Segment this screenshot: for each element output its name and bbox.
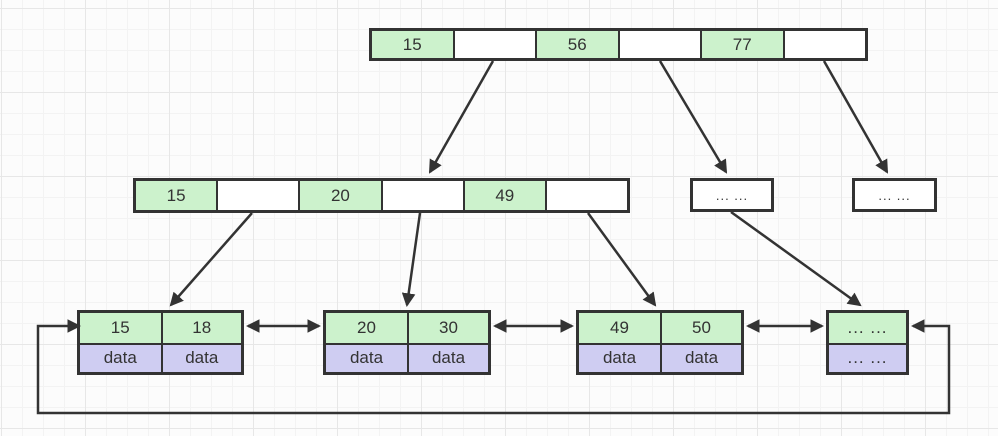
key-cell: 49 — [462, 181, 545, 210]
leaf-data-cell: data — [326, 342, 407, 372]
edge-root-to-ellipsis-2 — [822, 60, 889, 174]
edge-ellipsis1-to-leaf-4 — [730, 210, 862, 307]
internal-ellipsis-node-1: ... ... — [690, 178, 774, 212]
pointer-cell — [782, 31, 865, 58]
leaf-data-cell: ... ... — [829, 342, 906, 372]
pointer-cell — [452, 31, 535, 58]
leaf-node-2: 20 30 data data — [323, 310, 491, 375]
ellipsis-cell: ... ... — [693, 181, 771, 209]
leaf-key-cell: 30 — [407, 313, 488, 343]
root-node: 15 56 77 — [369, 28, 868, 61]
key-cell: 15 — [136, 181, 217, 210]
leaf-node-1: 15 18 data data — [77, 310, 244, 375]
key-cell: 56 — [535, 31, 618, 58]
edge-internal-to-leaf-2 — [401, 212, 422, 308]
key-cell: 77 — [700, 31, 783, 58]
key-cell: 15 — [372, 31, 453, 58]
pointer-cell — [617, 31, 700, 58]
leaf-node-ellipsis: ... ... ... ... — [826, 310, 909, 375]
leaf-node-3: 49 50 data data — [576, 310, 744, 375]
key-cell: 20 — [298, 181, 381, 210]
ellipsis-cell: ... ... — [855, 181, 934, 209]
leaf-data-cell: data — [80, 342, 161, 372]
internal-ellipsis-node-2: ... ... — [852, 178, 937, 212]
leaf-key-cell: ... ... — [829, 313, 906, 343]
edge-internal-to-leaf-1 — [169, 212, 253, 307]
leaf-data-cell: data — [660, 342, 741, 372]
internal-node: 15 20 49 — [133, 178, 630, 213]
leaf-data-cell: data — [407, 342, 488, 372]
leaf-key-cell: 18 — [160, 313, 241, 343]
edge-internal-to-leaf-3 — [586, 212, 657, 307]
pointer-cell — [380, 181, 463, 210]
leaf-key-cell: 20 — [326, 313, 407, 343]
leaf-data-cell: data — [160, 342, 241, 372]
leaf-key-cell: 50 — [660, 313, 741, 343]
leaf-key-cell: 49 — [579, 313, 660, 343]
leaf-key-cell: 15 — [80, 313, 161, 343]
pointer-cell — [544, 181, 628, 210]
pointer-cell — [216, 181, 299, 210]
edge-root-to-ellipsis-1 — [658, 60, 728, 174]
leaf-data-cell: data — [579, 342, 660, 372]
edge-root-to-internal — [428, 60, 495, 174]
